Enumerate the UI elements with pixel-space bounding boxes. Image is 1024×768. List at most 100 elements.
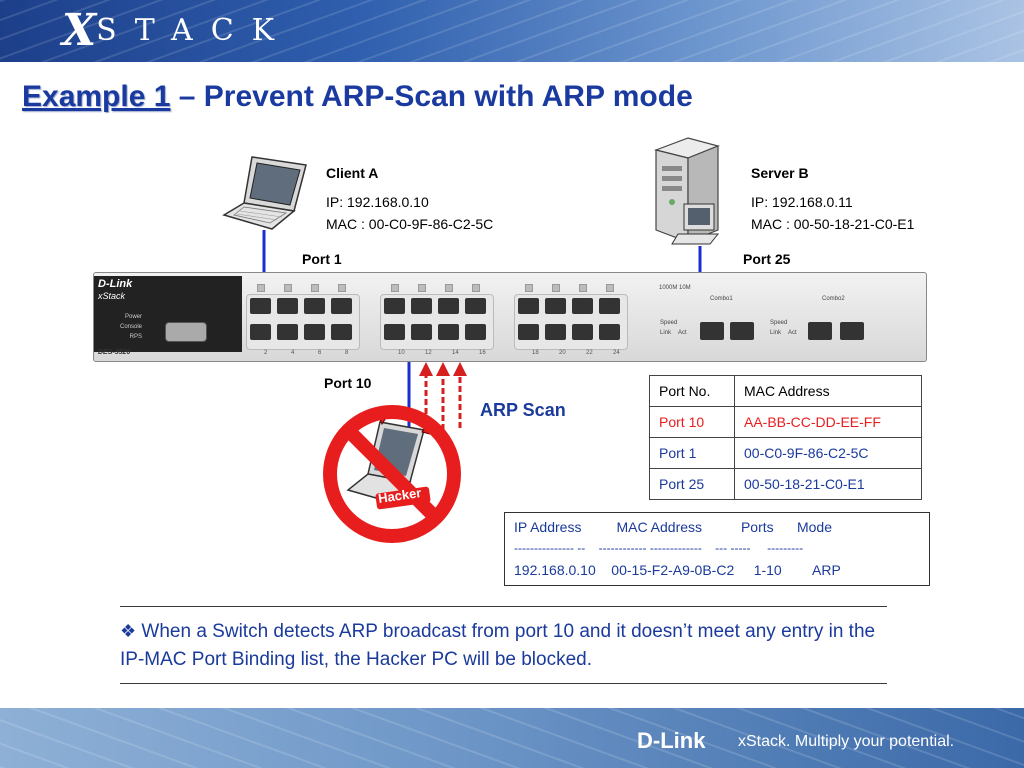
switch-port <box>599 324 620 340</box>
status-power: Power <box>124 314 142 320</box>
combo1-port <box>730 322 754 340</box>
dlink-logo: D-Link <box>637 728 706 753</box>
combo2-port <box>808 322 832 340</box>
xstack-logo: X STACK <box>62 5 293 56</box>
port-led <box>552 284 560 292</box>
switch-port <box>250 324 271 340</box>
switch-port <box>411 324 432 340</box>
switch-port <box>518 324 539 340</box>
note-text: ❖ When a Switch detects ARP broadcast fr… <box>120 617 887 674</box>
switch-port <box>465 298 486 314</box>
port-number: 14 <box>452 350 459 356</box>
port-led <box>525 284 533 292</box>
port-led <box>284 284 292 292</box>
console-port <box>165 322 207 342</box>
table-header-row: Port No. MAC Address <box>649 375 922 407</box>
combo2-port <box>840 322 864 340</box>
switch-port <box>304 324 325 340</box>
switch-port <box>518 298 539 314</box>
table-row: Port 10 AA-BB-CC-DD-EE-FF <box>649 406 922 438</box>
switch-port <box>277 298 298 314</box>
row-mac: AA-BB-CC-DD-EE-FF <box>734 406 922 438</box>
combo2-link-label: Link <box>770 330 782 336</box>
port-number: 24 <box>613 350 620 356</box>
port-number: 6 <box>318 350 322 356</box>
header-mac-address: MAC Address <box>734 375 922 407</box>
combo1-label: Combo1 <box>710 296 733 302</box>
table-row: Port 25 00-50-18-21-C0-E1 <box>649 468 922 500</box>
combo2-label: Combo2 <box>822 296 845 302</box>
port-led <box>257 284 265 292</box>
switch-port <box>331 298 352 314</box>
header-banner <box>0 0 1024 62</box>
switch-port <box>438 298 459 314</box>
note-body: When a Switch detects ARP broadcast from… <box>120 621 876 670</box>
switch-port <box>304 298 325 314</box>
switch-port <box>572 324 593 340</box>
switch-port <box>438 324 459 340</box>
port-number: 12 <box>425 350 432 356</box>
switch-port <box>384 298 405 314</box>
port-number: 20 <box>559 350 566 356</box>
switch-port <box>599 298 620 314</box>
port-led <box>606 284 614 292</box>
switch-brand: D-Link <box>98 278 133 290</box>
speed-legend: 1000M 10M <box>659 285 691 291</box>
switch-status-leds: Power Console RPS <box>100 312 142 342</box>
client-a-mac: MAC : 00-C0-9F-86-C2-5C <box>326 216 494 232</box>
xstack-logo-x: X <box>62 4 96 56</box>
ip-mac-binding-table: IP Address MAC Address Ports Mode ------… <box>504 512 930 586</box>
switch-port <box>545 324 566 340</box>
combo2-act-label: Act <box>788 330 797 336</box>
hacker-port-label: Port 10 <box>324 375 372 391</box>
switch-port <box>331 324 352 340</box>
combo1-act-label: Act <box>678 330 687 336</box>
switch-port <box>465 324 486 340</box>
server-port-label: Port 25 <box>743 251 791 267</box>
server-b-mac: MAC : 00-50-18-21-C0-E1 <box>751 216 915 232</box>
xstack-logo-word: STACK <box>96 12 293 48</box>
binding-header: IP Address MAC Address Ports Mode <box>514 519 832 535</box>
slide-title-text: – Prevent ARP-Scan with ARP mode <box>170 80 693 113</box>
switch-series: xStack <box>98 291 126 301</box>
laptop-icon <box>222 156 307 230</box>
combo1-speed-label: Speed <box>660 320 678 326</box>
switch-port <box>572 298 593 314</box>
combo2-speed-label: Speed <box>770 320 788 326</box>
slide-title: Example 1 – Prevent ARP-Scan with ARP mo… <box>22 80 693 114</box>
server-b-name: Server B <box>751 165 809 181</box>
switch-model: DES-3526 <box>98 349 131 356</box>
port-led <box>579 284 587 292</box>
row-mac: 00-C0-9F-86-C2-5C <box>734 437 922 469</box>
port-led <box>338 284 346 292</box>
row-port: Port 25 <box>649 468 735 500</box>
port-number: 10 <box>398 350 405 356</box>
combo1-port <box>700 322 724 340</box>
mac-address-table: Port No. MAC Address Port 10 AA-BB-CC-DD… <box>649 375 922 500</box>
switch-port <box>250 298 271 314</box>
combo1-link-label: Link <box>660 330 672 336</box>
diamond-bullet-icon: ❖ <box>120 621 137 641</box>
binding-separator: --------------- -- ------------ --------… <box>514 541 804 555</box>
binding-row: 192.168.0.10 00-15-F2-A9-0B-C2 1-10 ARP <box>514 562 841 578</box>
note-box: ❖ When a Switch detects ARP broadcast fr… <box>120 606 887 684</box>
port-led <box>418 284 426 292</box>
client-a-name: Client A <box>326 165 379 181</box>
blocked-hacker-icon <box>323 405 461 543</box>
footer-banner <box>0 708 1024 768</box>
port-number: 18 <box>532 350 539 356</box>
header-port-no: Port No. <box>649 375 735 407</box>
client-port-label: Port 1 <box>302 251 342 267</box>
row-mac: 00-50-18-21-C0-E1 <box>734 468 922 500</box>
switch-port <box>411 298 432 314</box>
status-rps: RPS <box>129 334 142 340</box>
port-led <box>445 284 453 292</box>
switch-port <box>384 324 405 340</box>
arp-scan-label: ARP Scan <box>480 400 566 420</box>
server-icon <box>653 137 720 245</box>
switch-port <box>545 298 566 314</box>
port-number: 8 <box>345 350 349 356</box>
row-port: Port 1 <box>649 437 735 469</box>
port-led <box>391 284 399 292</box>
port-led <box>311 284 319 292</box>
